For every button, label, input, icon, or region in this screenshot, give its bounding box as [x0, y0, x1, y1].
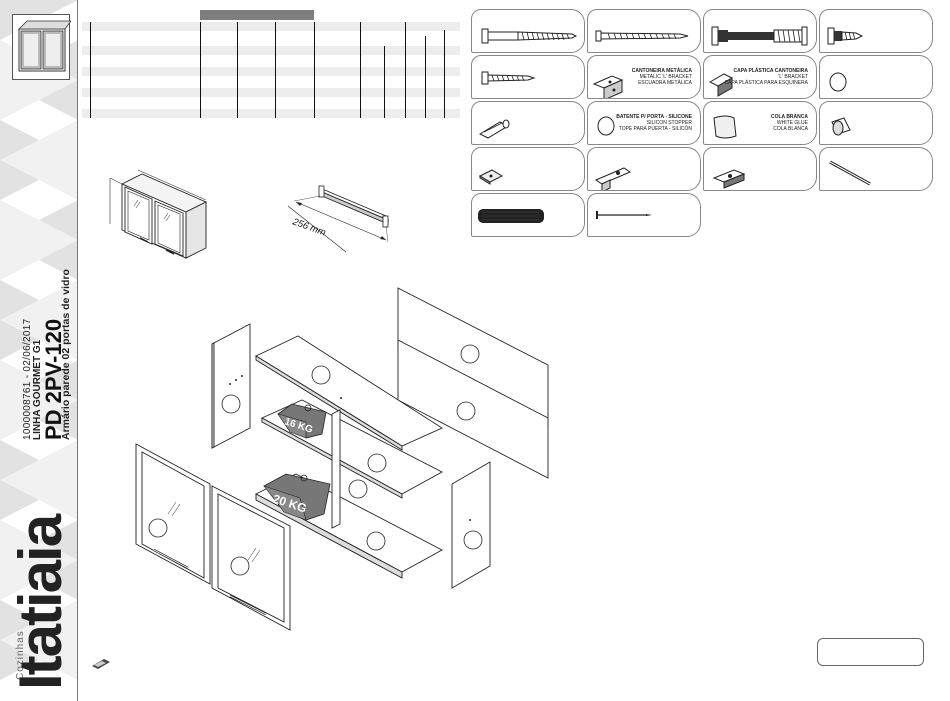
part-handle-bar [819, 147, 933, 191]
cabinet-overview-drawing [109, 169, 208, 259]
part-hinge-clip [703, 147, 817, 191]
cover-sidebar: 1000008761 - 02/06/2017 LINHA GOURMET G1… [0, 0, 78, 701]
table-row [82, 88, 460, 97]
table-row [82, 46, 460, 55]
product-thumbnail [12, 14, 72, 80]
table-header-bar [200, 10, 314, 20]
part-hinge [587, 147, 701, 191]
tool-icon [92, 659, 110, 669]
part-washer [819, 55, 933, 99]
brand-logo: Itatiaia [7, 515, 74, 690]
part-nail [587, 193, 701, 237]
weight-block-upper [277, 403, 327, 439]
exploded-assembly-drawing: 16 KG 20 KG [135, 287, 549, 631]
part-dark-strip [471, 193, 585, 237]
decorative-triangles [0, 0, 77, 680]
weight-block-lower [263, 473, 331, 521]
table-row [82, 109, 460, 118]
table-row [82, 99, 460, 108]
part-double-screw [703, 9, 817, 53]
part-short-screw [819, 9, 933, 53]
product-description: Armário parede 02 portas de vidro [60, 269, 72, 440]
part-adhesive-pad [471, 147, 585, 191]
part-long-bolt [471, 9, 585, 53]
table-row [82, 67, 460, 76]
note-box [817, 638, 924, 666]
table-row [82, 22, 460, 31]
table-row [82, 78, 460, 87]
handle-dimension-drawing [287, 185, 389, 253]
table-row [82, 36, 460, 45]
table-row [82, 57, 460, 66]
parts-table [82, 10, 460, 118]
part-cylinder-fitting [819, 101, 933, 145]
part-dowel-anchor [471, 101, 585, 145]
part-hinge-screw [471, 55, 585, 99]
part-screw-long [587, 9, 701, 53]
